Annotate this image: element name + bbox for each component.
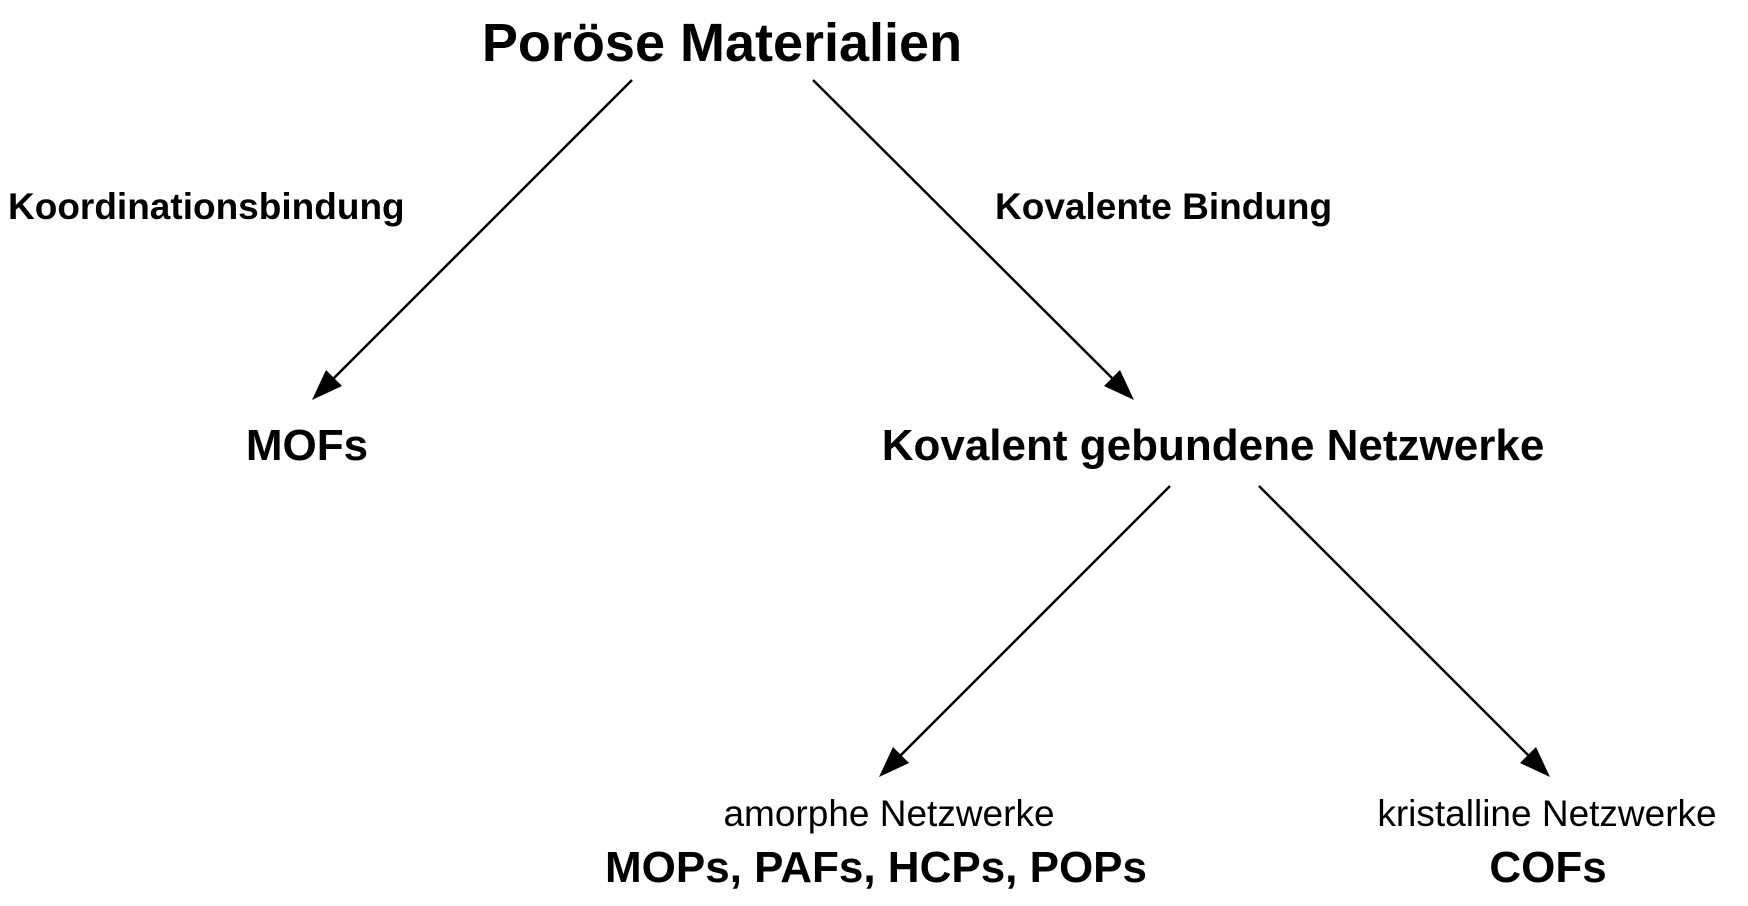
node-amorphous: MOPs, PAFs, HCPs, POPs — [604, 843, 1148, 892]
arrow-covalent-to-crystalline — [1258, 485, 1541, 768]
node-covalent-networks: Kovalent gebundene Netzwerke — [881, 421, 1545, 470]
edge-label-coordination: Koordinationsbindung — [8, 186, 405, 227]
arrow-covalent-to-amorphous — [888, 485, 1171, 768]
root-node-label: Poröse Materialien — [481, 13, 963, 73]
arrow-root-to-mofs — [321, 79, 633, 391]
node-crystalline: COFs — [1489, 843, 1607, 892]
caption-crystalline: kristalline Netzwerke — [1377, 793, 1717, 834]
arrowhead-covalent — [1104, 370, 1134, 400]
node-mofs: MOFs — [245, 421, 369, 470]
edge-label-covalent: Kovalente Bindung — [995, 186, 1333, 227]
caption-amorphous: amorphe Netzwerke — [723, 793, 1055, 834]
arrowhead-mofs — [312, 370, 342, 400]
arrow-root-to-covalent — [812, 79, 1125, 391]
arrowhead-crystalline — [1520, 747, 1550, 777]
arrowhead-amorphous — [879, 747, 909, 777]
